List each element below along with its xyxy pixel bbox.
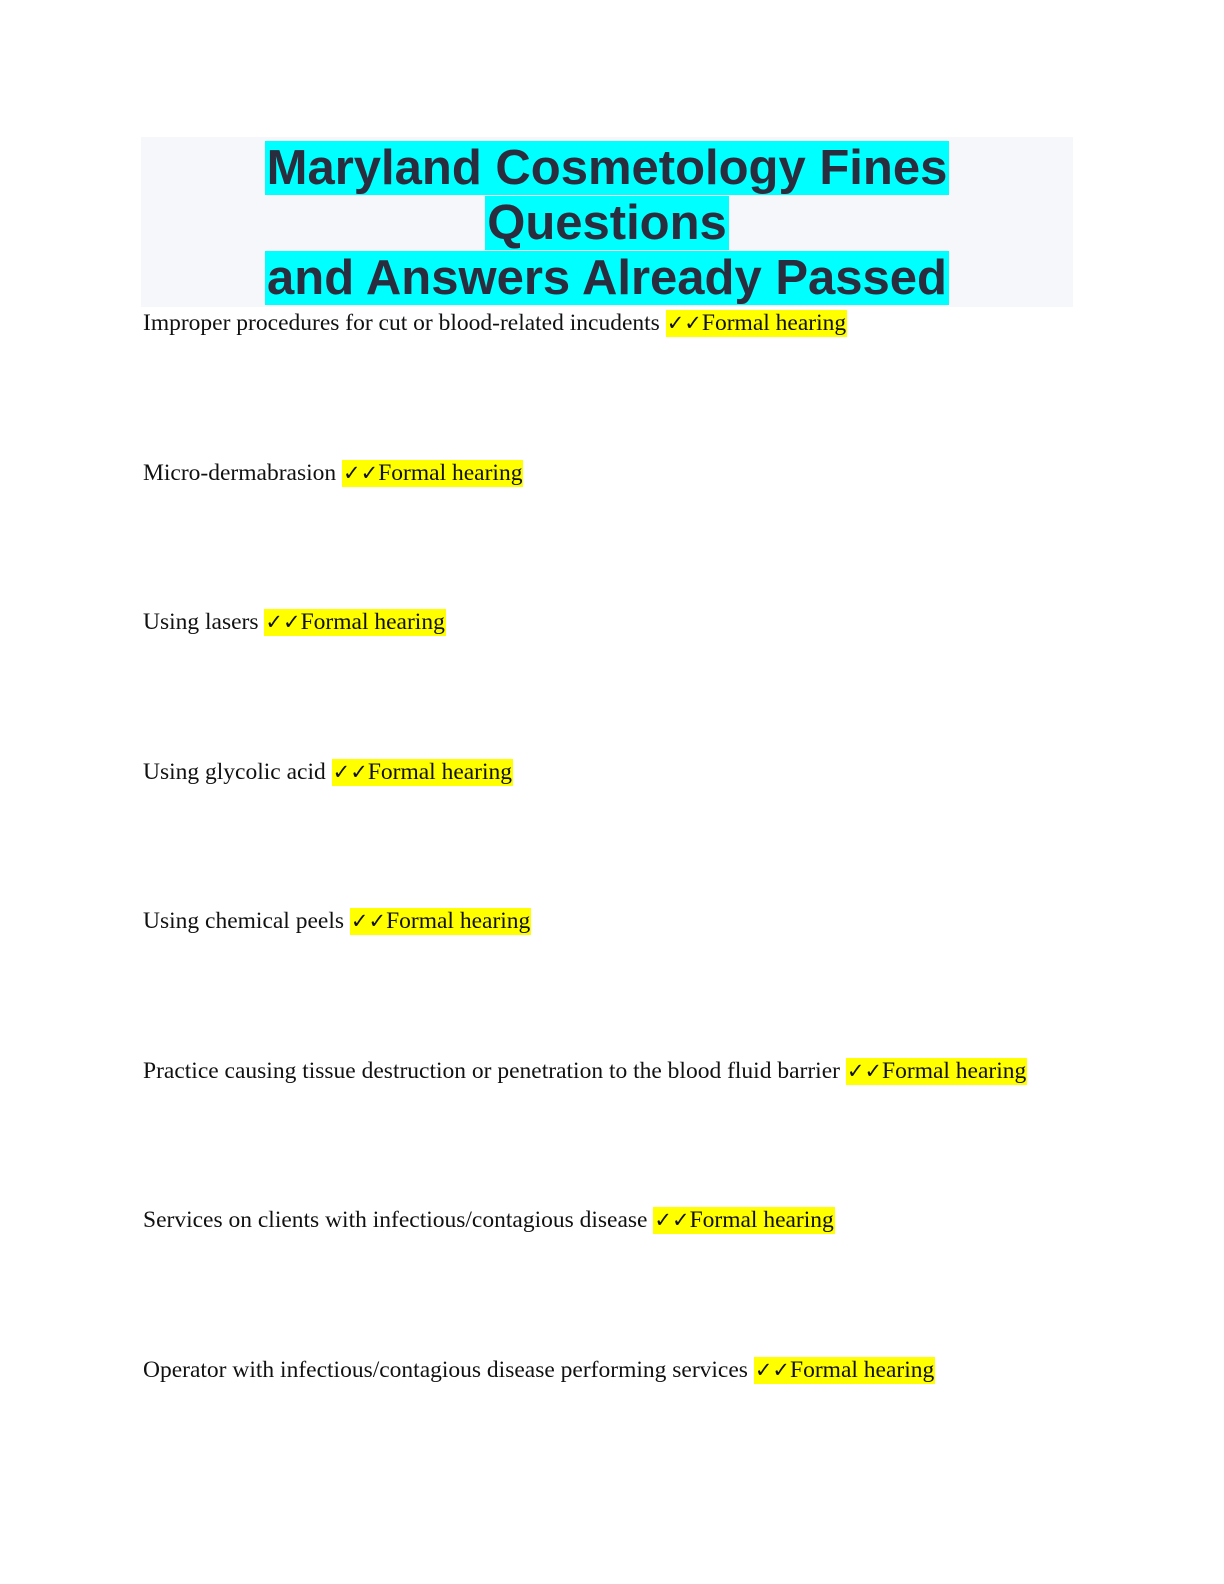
- title-line-1: Maryland Cosmetology Fines Questions: [264, 141, 950, 250]
- question-text: Practice causing tissue destruction or p…: [143, 1058, 840, 1084]
- answer-highlight: ✓✓Formal hearing: [653, 1207, 835, 1234]
- qa-item: Micro-dermabrasion ✓✓Formal hearing: [143, 457, 524, 489]
- title-line-2: and Answers Already Passed: [265, 251, 949, 305]
- answer-text: Formal hearing: [386, 908, 531, 934]
- answer-text: Formal hearing: [790, 1357, 935, 1383]
- qa-item: Operator with infectious/contagious dise…: [143, 1354, 936, 1386]
- qa-item: Using lasers ✓✓Formal hearing: [143, 606, 446, 638]
- answer-highlight: ✓✓Formal hearing: [349, 908, 532, 935]
- answer-highlight: ✓✓Formal hearing: [665, 310, 848, 337]
- answer-highlight: ✓✓Formal hearing: [264, 609, 446, 636]
- double-check-icon: ✓✓: [666, 311, 702, 335]
- double-check-icon: ✓✓: [265, 610, 301, 634]
- question-text: Micro-dermabrasion: [143, 460, 337, 486]
- answer-text: Formal hearing: [882, 1058, 1027, 1084]
- answer-highlight: ✓✓Formal hearing: [331, 759, 514, 786]
- answer-text: Formal hearing: [689, 1207, 834, 1233]
- qa-item: Services on clients with infectious/cont…: [143, 1204, 835, 1236]
- question-text: Using chemical peels: [143, 908, 344, 934]
- double-check-icon: ✓✓: [846, 1059, 883, 1083]
- question-text: Services on clients with infectious/cont…: [143, 1207, 648, 1233]
- title-block: Maryland Cosmetology Fines Questions and…: [141, 137, 1073, 307]
- answer-text: Formal hearing: [378, 460, 523, 486]
- answer-highlight: ✓✓Formal hearing: [342, 460, 524, 487]
- double-check-icon: ✓✓: [350, 909, 387, 933]
- answer-text: Formal hearing: [701, 310, 847, 336]
- qa-item: Practice causing tissue destruction or p…: [143, 1055, 1028, 1087]
- double-check-icon: ✓✓: [654, 1208, 690, 1232]
- answer-highlight: ✓✓Formal hearing: [753, 1357, 936, 1384]
- question-text: Improper procedures for cut or blood-rel…: [143, 310, 660, 336]
- double-check-icon: ✓✓: [754, 1358, 791, 1382]
- qa-item: Using glycolic acid ✓✓Formal hearing: [143, 756, 514, 788]
- answer-text: Formal hearing: [300, 609, 445, 635]
- question-text: Using glycolic acid: [143, 759, 326, 785]
- answer-text: Formal hearing: [367, 759, 513, 785]
- question-text: Using lasers: [143, 609, 259, 635]
- double-check-icon: ✓✓: [343, 461, 379, 485]
- answer-highlight: ✓✓Formal hearing: [845, 1058, 1028, 1085]
- double-check-icon: ✓✓: [332, 760, 368, 784]
- qa-item: Improper procedures for cut or blood-rel…: [143, 307, 848, 339]
- question-text: Operator with infectious/contagious dise…: [143, 1357, 748, 1383]
- document-title: Maryland Cosmetology Fines Questions and…: [141, 141, 1073, 306]
- qa-item: Using chemical peels ✓✓Formal hearing: [143, 905, 532, 937]
